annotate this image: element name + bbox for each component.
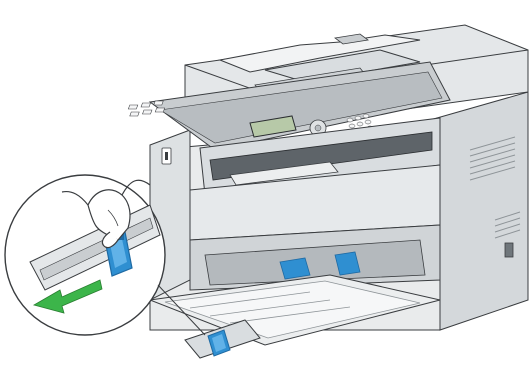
paper-guide-icon bbox=[280, 258, 310, 279]
paper-guide-icon bbox=[335, 252, 360, 275]
speed-dial-keys bbox=[128, 101, 164, 116]
